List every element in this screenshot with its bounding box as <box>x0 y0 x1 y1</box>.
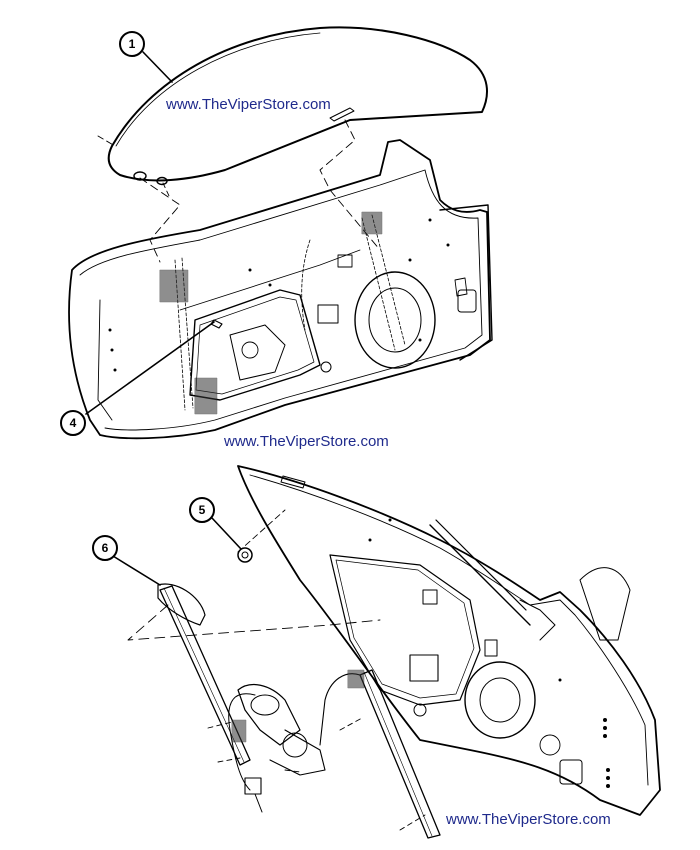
access-opening <box>329 554 481 706</box>
callout-5: 5 <box>189 497 215 523</box>
callout-4: 4 <box>60 410 86 436</box>
watermark-text: www.TheViperStore.com <box>166 96 331 113</box>
window-regulator <box>157 583 441 839</box>
callout-1: 1 <box>119 31 145 57</box>
speaker-housing <box>464 661 536 739</box>
callout-6: 6 <box>92 535 118 561</box>
callout-leader-6 <box>112 555 161 586</box>
callout-leader-4 <box>85 321 215 415</box>
glass-mount-hole <box>156 176 168 186</box>
door-inner-panel-top <box>68 139 493 440</box>
door-inner-panel-bottom <box>237 465 661 816</box>
speaker-housing <box>354 271 436 369</box>
regulator-motor <box>229 324 286 381</box>
regulator-motor <box>237 683 301 746</box>
watermark-text: www.TheViperStore.com <box>224 433 389 450</box>
watermark-text: www.TheViperStore.com <box>446 811 611 828</box>
fastener-4 <box>210 319 223 329</box>
window-glass <box>107 26 488 186</box>
callout-leader-1 <box>142 51 173 83</box>
nut-5 <box>237 547 253 563</box>
callout-leader-5 <box>211 517 242 550</box>
glass-mount-hole <box>133 171 147 181</box>
